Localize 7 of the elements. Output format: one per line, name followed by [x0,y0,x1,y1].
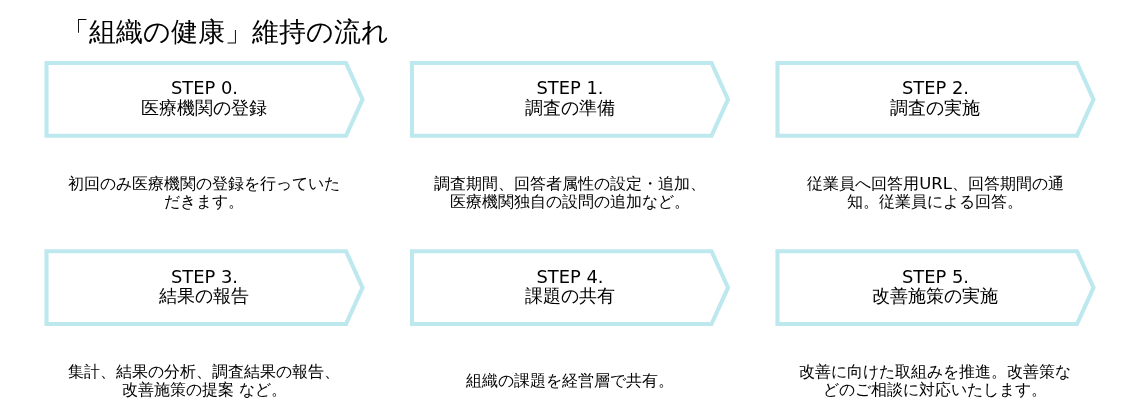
node-label: 組織の課題を経営層で共有。 [466,371,674,391]
node-label: 初回のみ医療機関の登録を行っていただきます。 [68,173,341,211]
node-label: 改善に向けた取組みを推進。改善策などのご相談に対応いたします。 [799,362,1072,399]
node-label: 集計、結果の分析、調査結果の報告、改善施策の提案 など。 [68,362,341,399]
node-label: 調査期間、回答者属性の設定・追加、医療機関独自の設問の追加など。 [434,173,706,211]
node-label: 従業員へ回答用URL、回答期間の通知。従業員による回答。 [807,173,1064,211]
diagram-title: 「組織の健康」維持の流れ [61,14,389,47]
